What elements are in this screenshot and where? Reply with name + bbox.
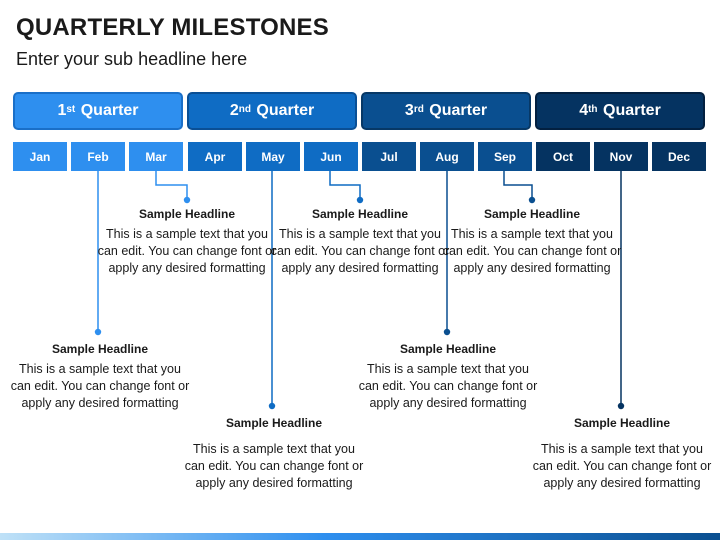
page-subtitle: Enter your sub headline here — [16, 49, 248, 69]
milestone-mar-headline: Sample Headline — [138, 207, 236, 221]
milestone-aug-text: This is a sample text that you can edit.… — [358, 362, 538, 410]
milestone-sep: Sample Headline This is a sample text th… — [442, 206, 622, 277]
month-jun: Jun — [304, 142, 358, 171]
month-dec: Dec — [652, 142, 706, 171]
milestone-jun-headline: Sample Headline — [311, 207, 409, 221]
month-jan: Jan — [13, 142, 67, 171]
milestone-nov-headline: Sample Headline — [573, 416, 671, 430]
month-may: May — [246, 142, 300, 171]
milestone-feb-headline: Sample Headline — [51, 342, 149, 356]
connector-nov-dot — [617, 402, 625, 410]
quarter-2-number: 2 — [229, 102, 239, 119]
connector-jun-dot — [356, 196, 364, 204]
connector-may-dot — [268, 402, 276, 410]
connector-jun — [329, 171, 361, 200]
footer-gradient-bar — [0, 533, 720, 540]
quarter-2-suffix: nd — [238, 103, 251, 115]
connector-sep-dot — [528, 196, 536, 204]
month-feb: Feb — [71, 142, 125, 171]
milestone-jun: Sample Headline This is a sample text th… — [270, 206, 450, 277]
quarter-3-label: Quarter — [429, 102, 488, 119]
milestone-sep-headline: Sample Headline — [483, 207, 581, 221]
milestone-aug: Sample Headline This is a sample text th… — [358, 341, 538, 412]
connector-mar-dot — [183, 196, 191, 204]
connector-aug-dot — [443, 328, 451, 336]
month-sep: Sep — [478, 142, 532, 171]
quarter-3-number: 3 — [404, 102, 414, 119]
quarter-4-number: 4 — [579, 102, 589, 119]
milestone-may-text: This is a sample text that you can edit.… — [184, 442, 364, 490]
connector-mar — [155, 171, 188, 200]
month-nov: Nov — [594, 142, 648, 171]
milestone-mar-text: This is a sample text that you can edit.… — [97, 227, 277, 275]
milestone-feb-text: This is a sample text that you can edit.… — [10, 362, 190, 410]
quarter-1-number: 1 — [57, 102, 67, 119]
month-aug: Aug — [420, 142, 474, 171]
month-oct: Oct — [536, 142, 590, 171]
page-title: QUARTERLY MILESTONES — [16, 14, 329, 41]
quarter-1-label: Quarter — [80, 102, 139, 119]
quarter-2-label: Quarter — [256, 102, 315, 119]
milestone-aug-headline: Sample Headline — [399, 342, 497, 356]
connector-feb-dot — [94, 328, 102, 336]
month-jul: Jul — [362, 142, 416, 171]
milestone-nov: Sample Headline This is a sample text th… — [532, 415, 712, 492]
connector-sep — [503, 171, 533, 200]
quarter-4-label: Quarter — [603, 102, 661, 119]
milestone-nov-text: This is a sample text that you can edit.… — [532, 442, 712, 490]
milestone-feb: Sample Headline This is a sample text th… — [10, 341, 190, 412]
month-mar: Mar — [129, 142, 183, 171]
quarter-4-suffix: th — [588, 103, 598, 115]
quarter-1-suffix: st — [66, 103, 76, 115]
quarter-3-suffix: rd — [413, 103, 424, 115]
milestone-mar: Sample Headline This is a sample text th… — [97, 206, 277, 277]
milestone-may: Sample Headline This is a sample text th… — [184, 415, 364, 492]
milestone-sep-text: This is a sample text that you can edit.… — [442, 227, 622, 275]
milestone-may-headline: Sample Headline — [225, 416, 323, 430]
milestone-jun-text: This is a sample text that you can edit.… — [270, 227, 450, 275]
month-apr: Apr — [188, 142, 242, 171]
